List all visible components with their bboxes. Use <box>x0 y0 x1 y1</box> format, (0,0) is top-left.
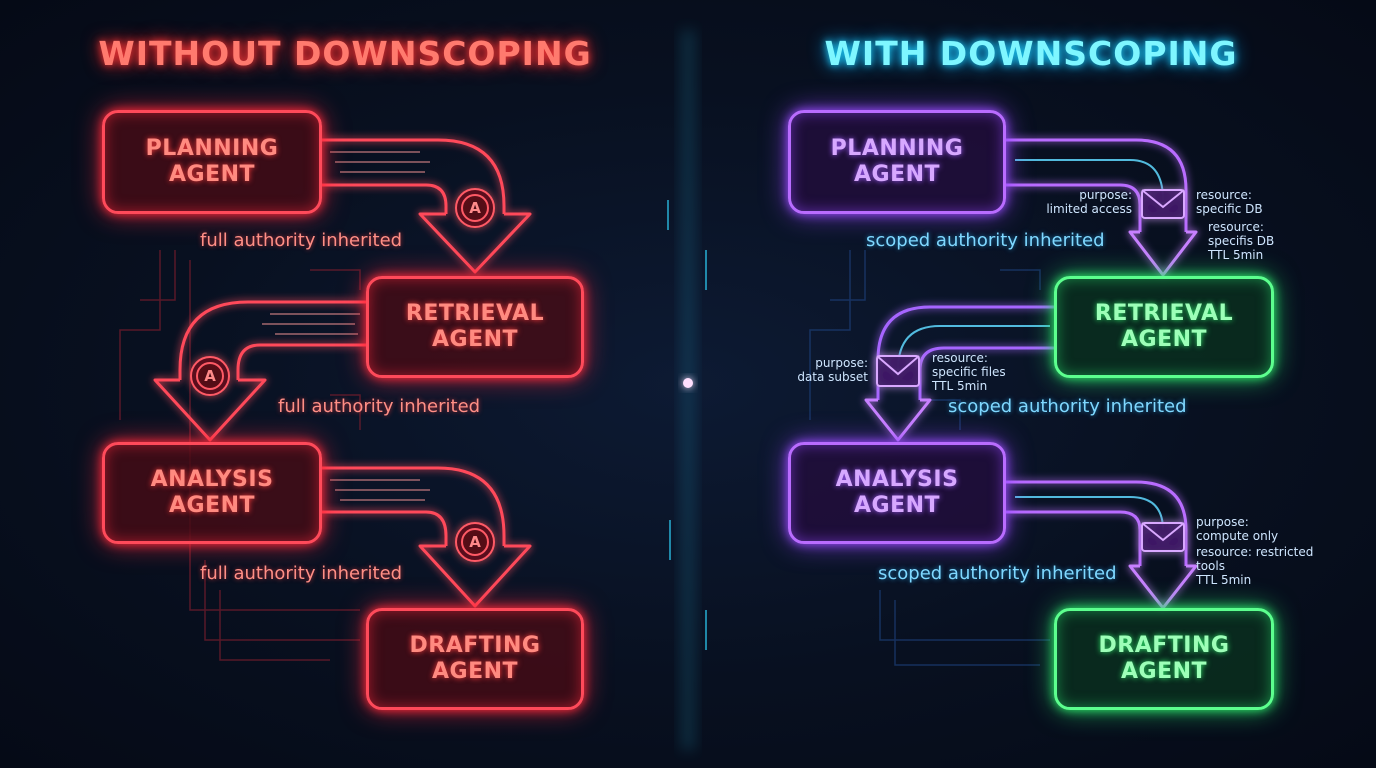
agent-role: AGENT <box>431 659 519 684</box>
token3-purpose: purpose:compute only <box>1196 515 1279 543</box>
agent-name: RETRIEVAL <box>1094 301 1234 326</box>
authority-token-icon <box>455 188 495 228</box>
envelope-icon <box>876 355 920 387</box>
agent-role: AGENT <box>1120 327 1208 352</box>
pipes-left <box>153 138 532 608</box>
token2-purpose: purpose:data subset <box>797 356 868 384</box>
scoped-flow-label-2: scoped authority inherited <box>948 396 1187 417</box>
title-without-downscoping: WITHOUT DOWNSCOPING <box>98 34 592 73</box>
agent-role: AGENT <box>168 493 256 518</box>
token1-purpose: purpose:limited access <box>1046 188 1132 216</box>
right-planning-agent: PLANNING AGENT <box>788 110 1006 214</box>
badge-letter: A <box>469 199 481 217</box>
token1-resource: resource:specific DB <box>1196 188 1263 216</box>
agent-name: ANALYSIS <box>835 467 959 492</box>
agent-role: AGENT <box>168 162 256 187</box>
agent-name: ANALYSIS <box>150 467 274 492</box>
right-retrieval-agent: RETRIEVAL AGENT <box>1054 276 1274 378</box>
left-analysis-agent: ANALYSIS AGENT <box>102 442 322 544</box>
authority-token-icon <box>190 356 230 396</box>
badge-letter: A <box>469 533 481 551</box>
center-divider <box>667 30 707 750</box>
scoped-flow-label-3: scoped authority inherited <box>878 563 1117 584</box>
left-planning-agent: PLANNING AGENT <box>102 110 322 214</box>
left-drafting-agent: DRAFTING AGENT <box>366 608 584 710</box>
scoped-flow-label-1: scoped authority inherited <box>866 230 1105 251</box>
circuit-traces-right <box>809 250 1050 666</box>
title-with-downscoping: WITH DOWNSCOPING <box>824 34 1238 73</box>
flow-label-2: full authority inherited <box>278 396 481 417</box>
right-drafting-agent: DRAFTING AGENT <box>1054 608 1274 710</box>
flow-label-3: full authority inherited <box>200 563 403 584</box>
agent-name: RETRIEVAL <box>405 301 545 326</box>
envelope-icon <box>1141 189 1185 219</box>
agent-role: AGENT <box>853 493 941 518</box>
flow-label-1: full authority inherited <box>200 230 403 251</box>
agent-role: AGENT <box>1120 659 1208 684</box>
agent-role: AGENT <box>431 327 519 352</box>
agent-name: PLANNING <box>830 136 964 161</box>
agent-name: DRAFTING <box>1098 633 1230 658</box>
agent-name: DRAFTING <box>409 633 541 658</box>
envelope-icon <box>1141 522 1185 552</box>
right-analysis-agent: ANALYSIS AGENT <box>788 442 1006 544</box>
badge-letter: A <box>204 367 216 385</box>
agent-name: PLANNING <box>145 136 279 161</box>
agent-role: AGENT <box>853 162 941 187</box>
left-retrieval-agent: RETRIEVAL AGENT <box>366 276 584 378</box>
circuit-traces-left <box>119 250 361 661</box>
authority-token-icon <box>455 522 495 562</box>
